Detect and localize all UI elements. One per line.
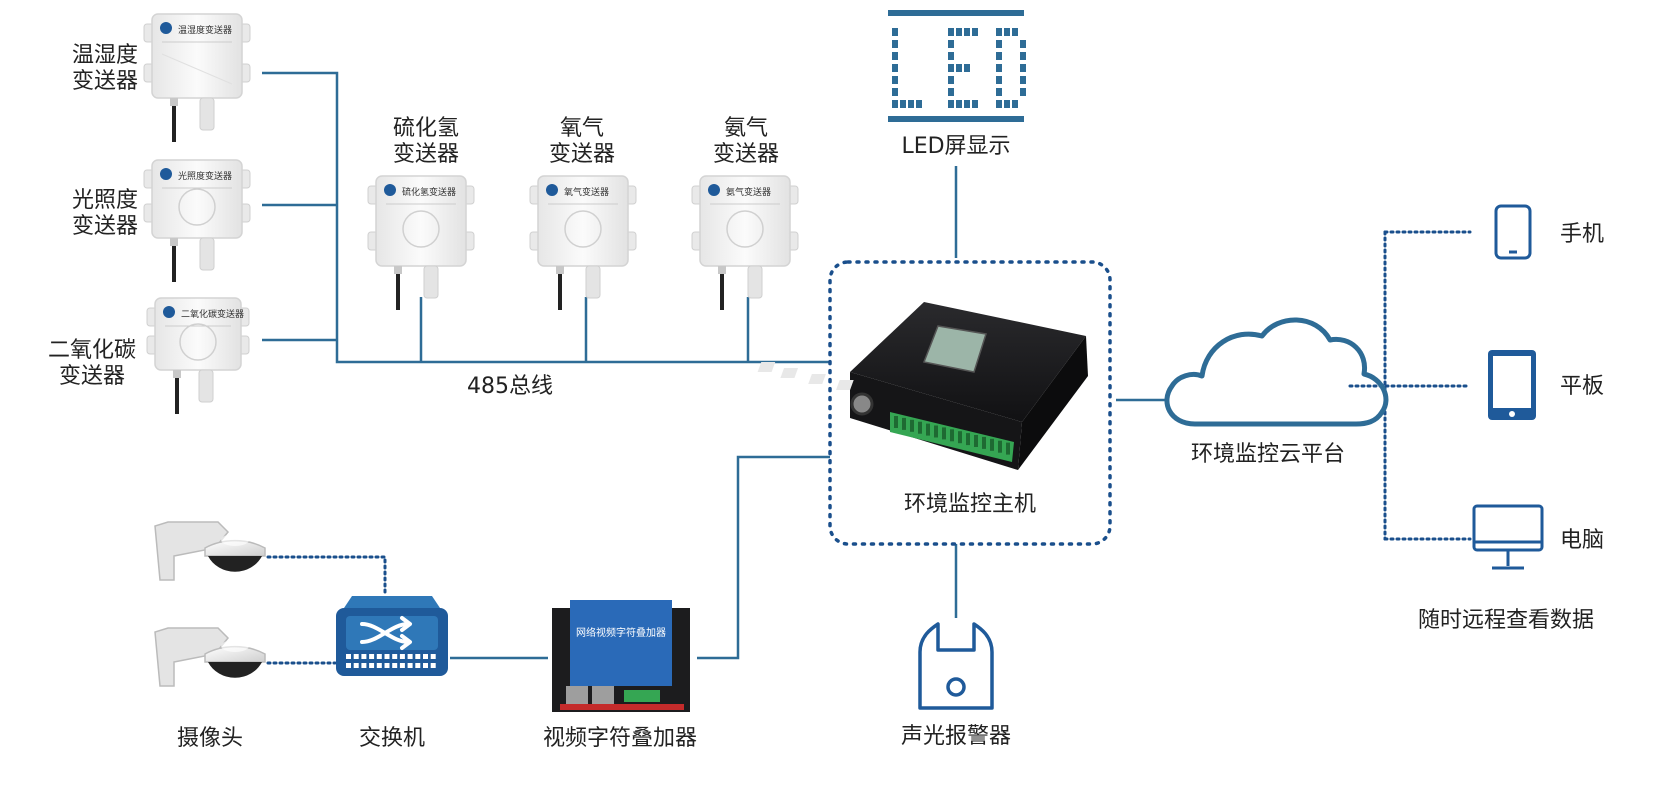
led-label: LED屏显示 (901, 134, 1011, 159)
sensor-plate-text: 光照度变送器 (178, 170, 232, 182)
brand-logo-icon (160, 22, 172, 34)
cloud-label: 环境监控云平台 (1190, 442, 1346, 467)
camera-label: 摄像头 (176, 726, 244, 751)
camera-2 (154, 627, 266, 687)
controller-device (757, 302, 1088, 470)
sensor-label-temp-humidity: 温湿度变送器 (72, 43, 139, 94)
brand-logo-icon (384, 184, 396, 196)
alarm-label: 声光报警器 (900, 724, 1012, 749)
bus-label: 485总线 (467, 374, 553, 399)
sensor-plate-text: 氨气变送器 (726, 186, 771, 198)
dotted-lines (266, 230, 1472, 665)
brand-logo-icon (546, 184, 558, 196)
cloud-icon (1164, 317, 1389, 427)
tablet-icon (1488, 350, 1536, 420)
brand-logo-icon (163, 306, 175, 318)
sensor-left-2: 光照度变送器 (143, 159, 251, 282)
host-label: 环境监控主机 (903, 492, 1037, 517)
overlay-plate-text: 网络视频字符叠加器 (576, 626, 666, 639)
sensor-label-o2: 氧气变送器 (548, 116, 616, 167)
overlay-link (697, 455, 830, 660)
sensor-left-3: 二氧化碳变送器 (146, 297, 250, 414)
sensor-top-3: 氨气变送器 (691, 175, 799, 310)
sensor-plate-text: 二氧化碳变送器 (181, 308, 244, 320)
led-icon (888, 10, 1026, 122)
sensor-label-nh3: 氨气变送器 (712, 116, 780, 167)
device-label-tablet: 平板 (1560, 374, 1605, 399)
controller-lcd (922, 325, 987, 373)
device-label-pc: 电脑 (1560, 528, 1605, 553)
brand-logo-icon (160, 168, 172, 180)
overlay-device (552, 600, 690, 712)
connection-lines (262, 71, 1168, 660)
switch-icon (336, 596, 448, 676)
remote-view-label: 随时远程查看数据 (1418, 608, 1595, 633)
sensor-label-light: 光照度变送器 (72, 188, 139, 239)
camera-1 (154, 521, 266, 581)
sensor-plate-text: 温湿度变送器 (178, 24, 232, 36)
host-frame (828, 260, 1112, 546)
sensor-label-co2: 二氧化碳变送器 (48, 338, 137, 389)
device-label-phone: 手机 (1560, 222, 1605, 247)
left-bus-line (262, 71, 830, 364)
sensor-left-1: 温湿度变送器 (143, 13, 251, 142)
switch-label: 交换机 (358, 726, 426, 751)
sensor-plate-text: 硫化氢变送器 (402, 186, 456, 198)
phone-icon (1494, 204, 1532, 260)
alarm-icon (918, 622, 994, 710)
brand-logo-icon (708, 184, 720, 196)
top-sensor-group: 硫化氢变送器 氧气变送器 氨气变送器 (367, 175, 799, 310)
sensor-label-h2s: 硫化氢变送器 (392, 116, 460, 167)
camera-link-1 (266, 555, 387, 597)
sensor-top-1: 硫化氢变送器 (367, 175, 475, 310)
monitor-icon (1472, 504, 1544, 570)
sensor-plate-text: 氧气变送器 (564, 186, 609, 198)
overlay-label: 视频字符叠加器 (542, 726, 698, 751)
plate-text: 网络视频字符叠加器 (576, 626, 666, 639)
sensor-top-2: 氧气变送器 (529, 175, 637, 310)
